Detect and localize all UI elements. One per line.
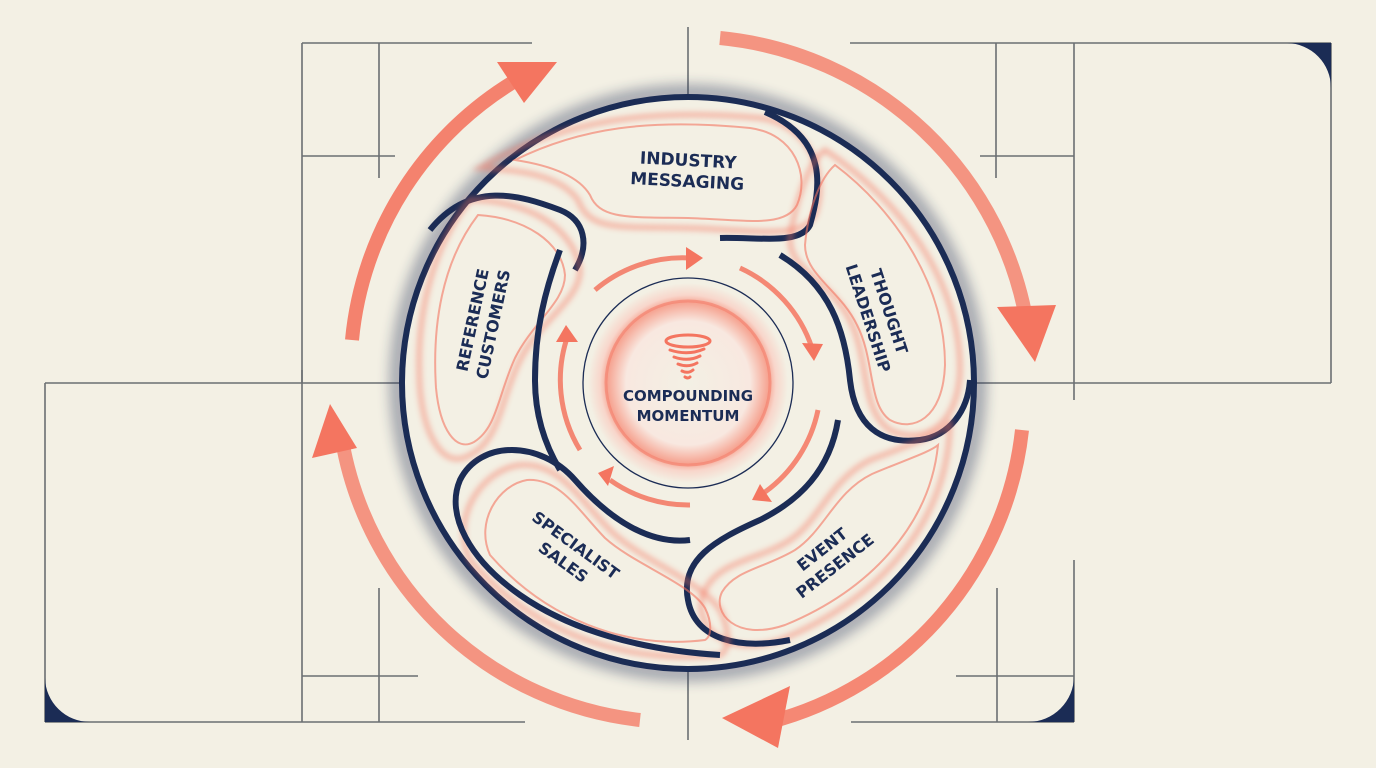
segment-industry-messaging: INDUSTRY MESSAGING	[630, 148, 745, 194]
right-arrow	[719, 31, 1035, 332]
center-title-line2: MOMENTUM	[637, 407, 740, 425]
arrowhead-bottom	[722, 686, 790, 748]
inner-arrows	[557, 255, 821, 508]
inner-left-arrow	[557, 334, 583, 452]
tornado-icon	[664, 333, 712, 380]
arrowhead-top-left	[497, 62, 557, 103]
background-frames	[44, 27, 1332, 740]
center-title-line1: COMPOUNDING	[623, 387, 753, 405]
segment-shapes	[416, 109, 973, 660]
outer-arrowheads	[312, 62, 1056, 748]
bottom-arrow	[768, 429, 1029, 729]
inner-bottom-right-arrow	[763, 409, 821, 495]
inner-top-arrow	[593, 255, 691, 292]
corner-accents	[45, 43, 1331, 722]
corner-accent-bottom-right	[1028, 676, 1074, 722]
inner-right-arrow	[738, 265, 815, 349]
center-ring	[582, 277, 794, 489]
arrowhead-left	[312, 404, 357, 458]
left-arrow	[335, 438, 641, 727]
corner-accent-top-right	[1287, 43, 1331, 88]
corner-accent-bottom-left	[45, 678, 90, 722]
inner-arrowheads	[556, 247, 823, 502]
inner-bottom-left-arrow	[608, 477, 691, 508]
arrowhead-right	[997, 305, 1056, 362]
top-left-arrow	[345, 71, 524, 341]
outer-arrows	[335, 31, 1035, 729]
